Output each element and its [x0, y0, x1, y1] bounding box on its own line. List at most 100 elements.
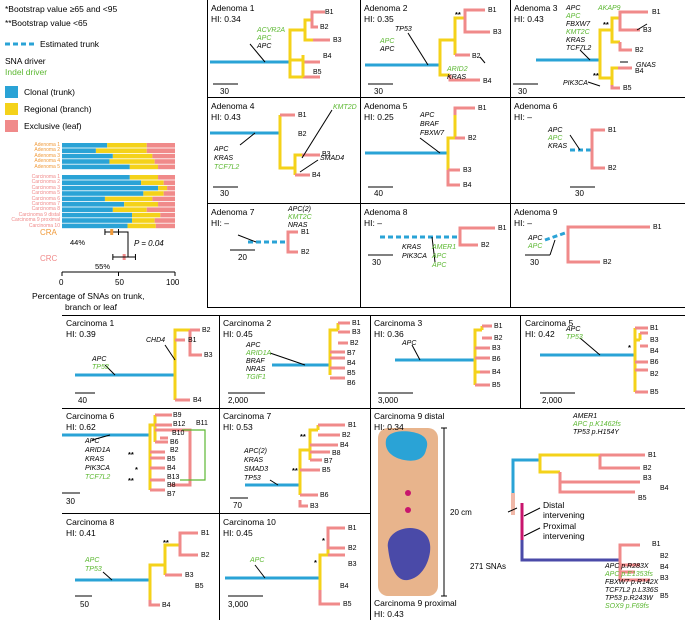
cra-percent: 44% [70, 238, 86, 247]
scale-label: 30 [374, 87, 383, 96]
panel-title: Adenoma 1 [211, 3, 255, 13]
bar-segment [155, 223, 175, 229]
leaf-label: B3 [333, 37, 342, 44]
leaf-label: B5 [347, 370, 356, 377]
leaf-label: B2 [472, 53, 481, 60]
driver-gene: APC [548, 135, 563, 142]
tree-carcinoma-9 [511, 453, 650, 582]
driver-gene: KMT2C [566, 29, 590, 36]
leaf-label: B6 [170, 439, 179, 446]
leaf-label: B2 [350, 340, 359, 347]
length-label: 20 cm [450, 508, 472, 517]
leaf-label: B2 [603, 259, 612, 266]
bar-category-label: Carcinoma 3 [31, 184, 60, 191]
heterogeneity-index: HI: 0.25 [364, 112, 394, 122]
bar-category-label: Adenoma 1 [34, 142, 60, 148]
bar-segment [146, 143, 175, 148]
bar-segment [62, 202, 125, 207]
leaf-label: B1 [650, 325, 659, 332]
leaf-label: B4 [340, 442, 349, 449]
leaf-label: B1 [498, 225, 507, 232]
leaf-label: B11 [196, 420, 208, 427]
driver-gene: SMAD4 [320, 155, 345, 162]
leaf-label: B2 [170, 447, 179, 454]
bootstrap-mark: * [628, 343, 631, 352]
leaf-label: B3 [310, 503, 319, 510]
bar-segment [95, 148, 147, 153]
driver-gene: TP53 [244, 475, 261, 482]
driver-gene: APC [566, 13, 581, 20]
heterogeneity-index: HI: 0.41 [66, 528, 96, 538]
leaf-label: B4 [492, 369, 501, 376]
bar-segment [62, 164, 130, 170]
scale-label: 30 [575, 189, 584, 198]
tree-adenoma-1 [210, 10, 330, 79]
scale-label: 30 [220, 189, 229, 198]
scale-label: 40 [374, 189, 383, 198]
bar-segment [132, 218, 155, 223]
leaf-label: B2 [348, 545, 357, 552]
driver-gene: ARID1A [85, 447, 111, 454]
heterogeneity-index: HI: 0.39 [66, 329, 96, 339]
driver-gene: NRAS [246, 366, 266, 373]
bar-segment [62, 218, 133, 223]
leaf-label: B3 [650, 337, 659, 344]
tree-carcinoma-10 [225, 526, 345, 606]
indel-driver-label: Indel driver [5, 67, 48, 77]
driver-gene: GNAS [636, 62, 656, 69]
divider [219, 315, 220, 620]
scale-label: 30 [372, 258, 381, 267]
leaf-label: B5 [313, 69, 322, 76]
panel-title: Carcinoma 2 [223, 318, 272, 328]
bar-segment [62, 175, 130, 180]
leaf-label: B5 [322, 467, 331, 474]
leaf-label: B1 [652, 9, 661, 16]
leaf-label: B2 [643, 465, 652, 472]
bar-segment [62, 207, 113, 212]
driver-gene: PIK3CA [563, 80, 588, 87]
bar-segment [112, 207, 147, 212]
bar-segment [132, 212, 161, 218]
tree-adenoma-8 [380, 226, 495, 247]
driver-gene: KRAS [244, 457, 264, 464]
divider [207, 0, 208, 307]
scale-label: 20 [238, 253, 247, 262]
leaf-label: B4 [312, 172, 321, 179]
bar-category-label: Carcinoma 1 [31, 174, 60, 180]
leaf-label: B2 [660, 553, 669, 560]
driver-gene: TCF7L2 [214, 164, 240, 171]
sna-count: 271 SNAs [470, 562, 507, 571]
driver-gene: APC [92, 356, 107, 363]
leaf-label: B5 [650, 389, 659, 396]
exclusive-swatch [5, 120, 18, 132]
driver-gene: KRAS [402, 244, 422, 251]
tree-carcinoma-2 [272, 321, 350, 380]
driver-gene: TP53 p.H154Y [573, 429, 619, 436]
divider [207, 203, 685, 204]
heterogeneity-index: HI: 0.53 [223, 422, 253, 432]
divider [207, 97, 685, 98]
leaf-label: B3 [643, 27, 652, 34]
bar-segment [167, 185, 175, 191]
panel-title: Carcinoma 8 [66, 517, 115, 527]
bar-segment [107, 143, 147, 148]
driver-gene: APC [85, 438, 100, 445]
estimated-trunk-label: Estimated trunk [40, 39, 100, 49]
leaf-label: B3 [660, 575, 669, 582]
leaf-label: B6 [650, 359, 659, 366]
bar-segment [62, 185, 159, 191]
leaf-label: B1 [301, 229, 310, 236]
bootstrap-mark: * [135, 465, 138, 474]
leaf-label: B1 [494, 323, 503, 330]
scale-label: 3,000 [378, 396, 399, 405]
scale-label: 2,000 [228, 396, 249, 405]
driver-gene: APC [257, 43, 272, 50]
clonal-swatch [5, 86, 18, 98]
summary-mean [110, 229, 114, 235]
bar-segment [158, 164, 175, 170]
heterogeneity-index: HI: 0.43 [374, 609, 404, 619]
bar-segment [152, 196, 175, 202]
bar-category-label: Carcinoma 9 distal [18, 211, 60, 218]
